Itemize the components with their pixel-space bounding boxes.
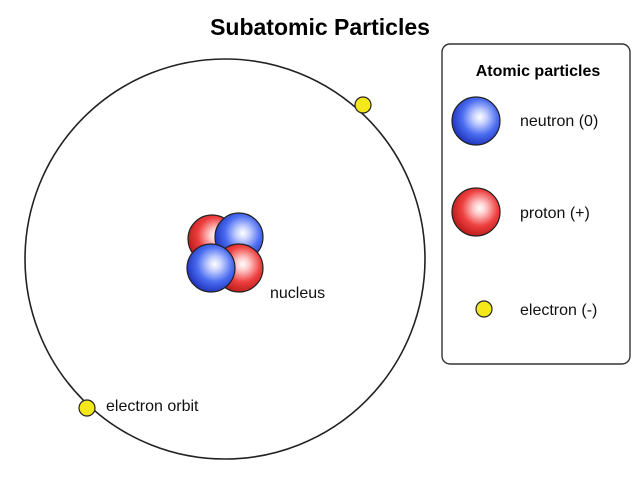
electron-top <box>354 96 372 114</box>
electron-bottom-left <box>78 399 96 417</box>
legend-item-proton-label: proton (+) <box>520 205 590 222</box>
neutron-icon <box>451 96 501 146</box>
legend-item-neutron-label: neutron (0) <box>520 113 598 130</box>
proton-icon <box>451 187 501 237</box>
electron-orbit-ring <box>24 58 426 460</box>
page-title: Subatomic Particles <box>210 14 430 40</box>
electron-icon <box>475 300 493 318</box>
electron-orbit-label: electron orbit <box>106 398 199 415</box>
legend-title: Atomic particles <box>476 63 601 80</box>
legend: Atomic particles neutron (0) proton (+) … <box>441 43 631 365</box>
nucleus-neutron-front <box>186 243 236 293</box>
nucleus <box>186 212 264 293</box>
nucleus-label: nucleus <box>270 285 325 302</box>
legend-item-electron-label: electron (-) <box>520 302 597 319</box>
